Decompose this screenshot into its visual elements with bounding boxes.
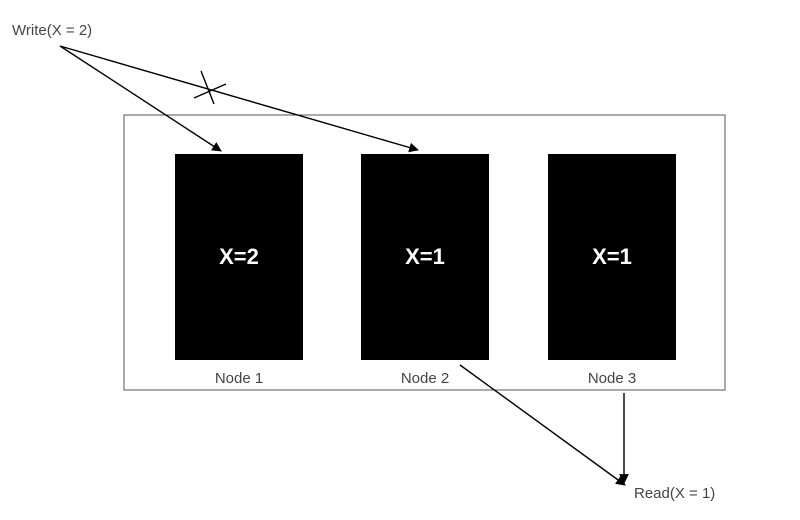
cross-icon — [193, 70, 227, 105]
write-operation-label: Write(X = 2) — [12, 22, 93, 39]
node-2-box: X=1 — [361, 154, 489, 360]
node-2-value: X=1 — [405, 244, 445, 269]
node-3-label: Node 3 — [587, 370, 637, 387]
node-1-box: X=2 — [175, 154, 303, 360]
read-arrow-node-2 — [459, 364, 626, 486]
write-arrow-node-2 — [59, 45, 419, 153]
cluster-container — [123, 114, 726, 391]
write-arrow-node-1 — [59, 45, 222, 152]
node-3-box: X=1 — [548, 154, 676, 360]
node-1-value: X=2 — [219, 244, 259, 269]
node-3-value: X=1 — [592, 244, 632, 269]
node-2-label: Node 2 — [400, 370, 450, 387]
node-1-label: Node 1 — [214, 370, 264, 387]
read-operation-label: Read(X = 1) — [634, 485, 716, 502]
